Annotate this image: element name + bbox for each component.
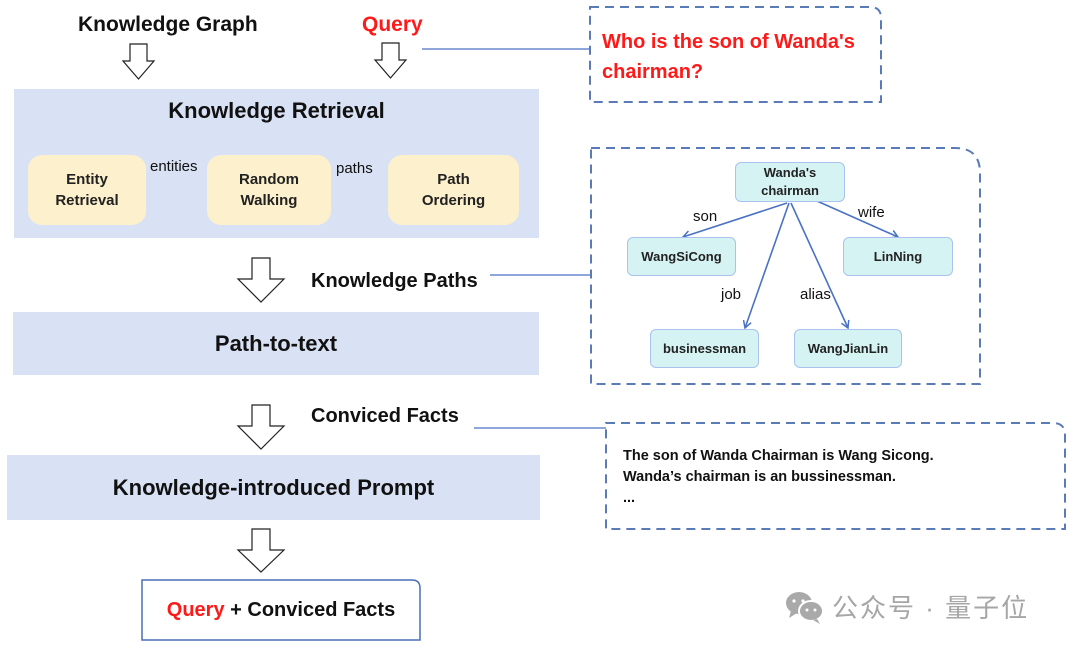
- watermark-text: 公众号 · 量子位: [832, 593, 1030, 623]
- facts-text: The son of Wanda Chairman is Wang Sicong…: [623, 446, 934, 509]
- output-box-border: [141, 579, 421, 641]
- facts-box-border: [605, 422, 1066, 530]
- knowledge-paths-label: Knowledge Paths: [311, 270, 478, 292]
- node-label: LinNing: [873, 248, 923, 264]
- edge-alias: [790, 202, 850, 330]
- node-label: businessman: [662, 340, 747, 356]
- graph-box-border: [590, 147, 981, 385]
- query-question-text: Who is the son of Wanda's chairman?: [602, 31, 855, 83]
- edge-label-alias: alias: [800, 286, 831, 303]
- node-label: WangJianLin: [807, 340, 889, 356]
- fact-line: The son of Wanda Chairman is Wang Sicong…: [623, 448, 934, 464]
- knowledge-retrieval-title: Knowledge Retrieval: [168, 98, 385, 123]
- connector-label-paths: paths: [336, 160, 373, 177]
- edge-label-son: son: [693, 208, 718, 225]
- knowledge-prompt-panel: Knowledge-introduced Prompt: [7, 455, 540, 520]
- output-box: Query + Conviced Facts: [142, 580, 420, 640]
- down-arrow-knowledge-paths: [236, 257, 286, 303]
- conviced-facts-label: Conviced Facts: [311, 405, 459, 427]
- fact-line: ...: [623, 490, 636, 506]
- stage-label: Path: [437, 171, 470, 188]
- graph-node-wangjianlin: WangJianLin: [794, 329, 902, 368]
- graph-node-businessman: businessman: [650, 329, 759, 368]
- node-label: WangSiCong: [641, 248, 722, 264]
- stage-label: Ordering: [421, 192, 486, 209]
- edge-label-wife: wife: [858, 204, 885, 221]
- output-query-text: Query: [166, 598, 225, 621]
- graph-node-linning: LinNing: [843, 237, 953, 276]
- stage-label: Retrieval: [55, 192, 119, 209]
- path-to-text-panel: Path-to-text: [13, 312, 539, 375]
- knowledge-prompt-title: Knowledge-introduced Prompt: [112, 474, 435, 500]
- fact-line: Wanda’s chairman is an bussinessman.: [623, 469, 896, 485]
- stage-label: Random: [239, 171, 299, 188]
- connector-label-entities: entities: [150, 158, 198, 175]
- stage-label: Walking: [240, 192, 298, 209]
- query-box-border: [589, 6, 882, 103]
- output-facts-text: + Conviced Facts: [224, 598, 396, 621]
- node-label: Wanda's: [763, 165, 817, 180]
- edge-label-job: job: [721, 286, 742, 303]
- wechat-icon: [786, 591, 824, 624]
- knowledge-graph-label: Knowledge Graph: [78, 13, 258, 36]
- down-arrow-knowledge-graph: [121, 43, 156, 80]
- down-arrow-conviced-facts: [236, 404, 286, 450]
- path-to-text-title: Path-to-text: [214, 330, 338, 356]
- node-label: chairman: [761, 183, 819, 198]
- watermark: 公众号 · 量子位: [784, 588, 1029, 625]
- stage-label: Entity: [66, 171, 108, 188]
- edge-son: [681, 202, 788, 240]
- graph-node-wangsicong: WangSiCong: [627, 237, 736, 276]
- edge-wife: [816, 200, 900, 239]
- down-arrow-prompt: [236, 528, 286, 573]
- edge-job: [742, 202, 790, 330]
- graph-node-center: Wanda's chairman: [735, 162, 845, 202]
- query-label: Query: [362, 13, 423, 36]
- down-arrow-query: [373, 42, 408, 79]
